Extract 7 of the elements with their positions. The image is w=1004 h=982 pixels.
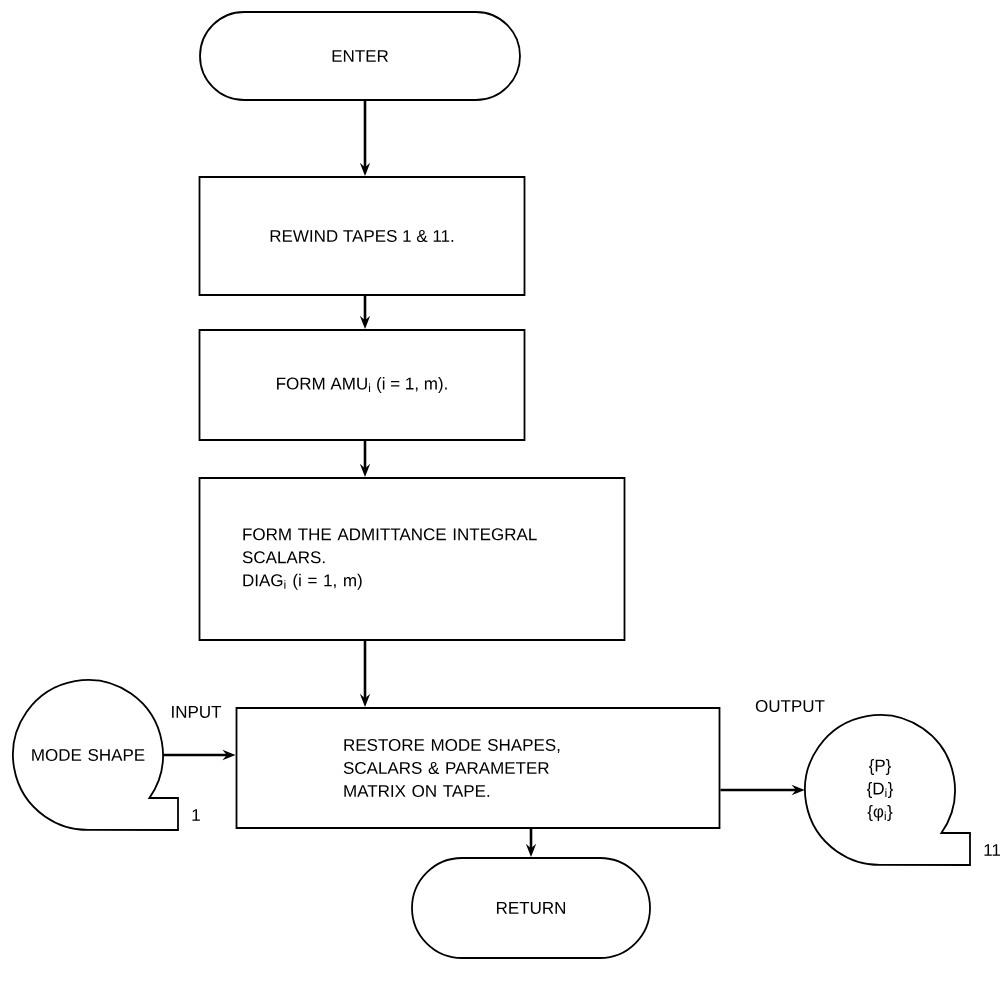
tape-number: 11 xyxy=(984,844,1000,856)
process-box: RESTORE MODE SHAPES, SCALARS & PARAMETER MATRIX ON TAPE. xyxy=(235,707,721,829)
edge-label: OUTPUT xyxy=(754,698,826,713)
process-box: FORM THE ADMITTANCE INTEGRAL SCALARS. DIAG$_{i}$ (i = 1, m) xyxy=(198,477,626,641)
process-box: FORM AMU$_{i}$ (i = 1, m). xyxy=(198,329,526,441)
process-box: REWIND TAPES 1 & 11. xyxy=(198,176,526,296)
tape-number: 1 xyxy=(192,809,200,821)
